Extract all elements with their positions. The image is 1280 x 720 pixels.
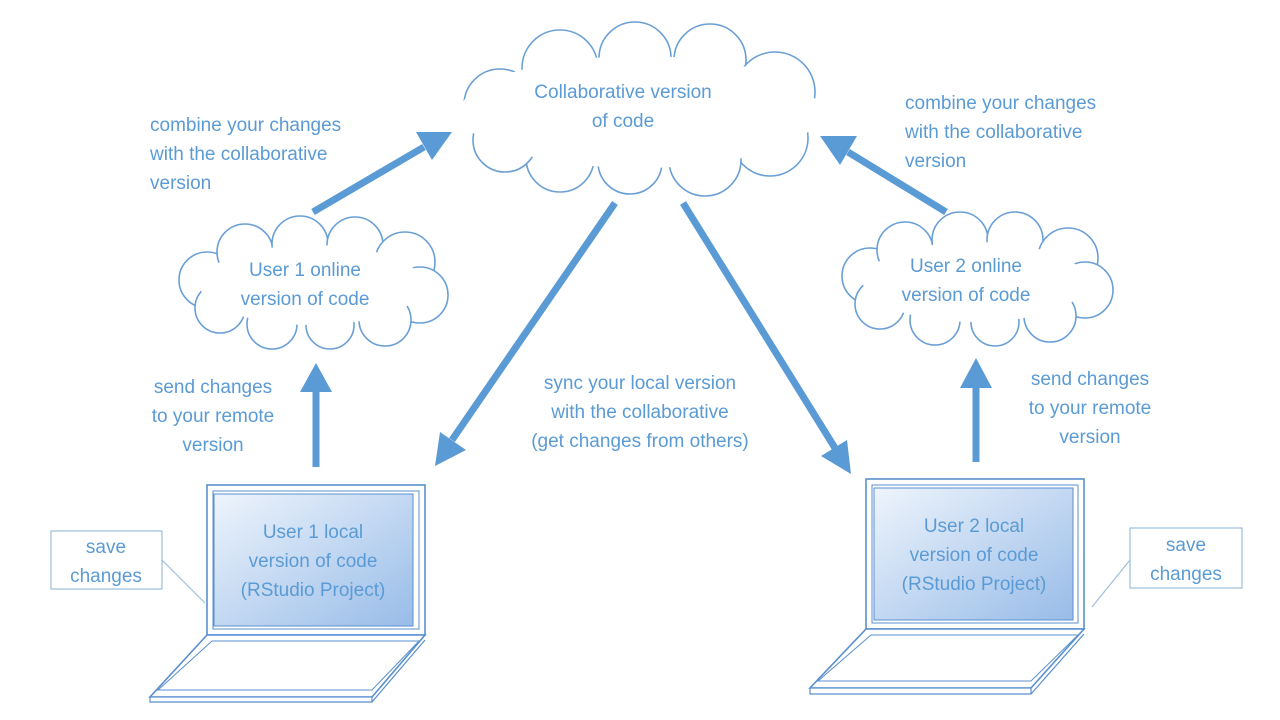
user2-laptop-line1: User 2 local bbox=[924, 516, 1024, 537]
collaborative-cloud-line1: Collaborative version bbox=[534, 82, 711, 103]
save-changes-callout-right: save changes bbox=[1091, 527, 1243, 608]
user2-laptop: User 2 local version of code (RStudio Pr… bbox=[808, 478, 1086, 695]
user2-online-cloud-line2: version of code bbox=[902, 285, 1031, 306]
user2-online-cloud-line1: User 2 online bbox=[910, 256, 1022, 277]
save-changes-left-line2: changes bbox=[70, 566, 142, 587]
send-left-label: send changes to your remote version bbox=[152, 377, 275, 456]
combine-left-label: combine your changes with the collaborat… bbox=[149, 115, 341, 194]
combine-right-label: combine your changes with the collaborat… bbox=[904, 93, 1096, 172]
user2-laptop-line3: (RStudio Project) bbox=[902, 574, 1047, 595]
arrow-icon bbox=[821, 440, 851, 474]
send-right-line1: send changes bbox=[1031, 369, 1149, 390]
arrow-send-left bbox=[300, 363, 332, 467]
user1-laptop-line3: (RStudio Project) bbox=[241, 580, 386, 601]
user1-online-cloud-line1: User 1 online bbox=[249, 260, 361, 281]
arrow-icon bbox=[820, 136, 857, 165]
laptop-icon bbox=[148, 484, 427, 703]
combine-left-line2: with the collaborative bbox=[149, 144, 327, 165]
user1-laptop-line1: User 1 local bbox=[263, 522, 363, 543]
user1-online-cloud: User 1 online version of code bbox=[178, 215, 449, 350]
collaborative-cloud: Collaborative version of code bbox=[460, 21, 820, 197]
send-left-line1: send changes bbox=[154, 377, 272, 398]
arrow-icon bbox=[416, 132, 452, 160]
arrow-icon bbox=[435, 432, 466, 466]
combine-right-line1: combine your changes bbox=[905, 93, 1096, 114]
combine-left-line3: version bbox=[150, 173, 211, 194]
save-changes-right-line2: changes bbox=[1150, 564, 1222, 585]
send-right-line3: version bbox=[1059, 427, 1120, 448]
arrow-sync-left bbox=[435, 201, 618, 466]
combine-right-line3: version bbox=[905, 151, 966, 172]
sync-line2: with the collaborative bbox=[550, 402, 728, 423]
laptop-icon bbox=[808, 478, 1086, 695]
combine-right-line2: with the collaborative bbox=[904, 122, 1082, 143]
send-left-line2: to your remote bbox=[152, 406, 275, 427]
send-left-line3: version bbox=[182, 435, 243, 456]
sync-label: sync your local version with the collabo… bbox=[531, 373, 749, 452]
arrow-combine-left bbox=[311, 132, 452, 216]
user1-laptop-line2: version of code bbox=[249, 551, 378, 572]
user2-laptop-line2: version of code bbox=[910, 545, 1039, 566]
save-changes-right-line1: save bbox=[1166, 535, 1206, 556]
send-right-line2: to your remote bbox=[1029, 398, 1152, 419]
arrow-icon bbox=[300, 363, 332, 392]
collaborative-cloud-line2: of code bbox=[592, 111, 654, 132]
user1-laptop: User 1 local version of code (RStudio Pr… bbox=[148, 484, 427, 703]
user2-online-cloud: User 2 online version of code bbox=[841, 211, 1114, 347]
save-changes-callout-left: save changes bbox=[50, 530, 206, 604]
combine-left-line1: combine your changes bbox=[150, 115, 341, 136]
user1-online-cloud-line2: version of code bbox=[241, 289, 370, 310]
arrow-combine-right bbox=[820, 136, 948, 215]
sync-line3: (get changes from others) bbox=[531, 431, 749, 452]
arrow-send-right bbox=[960, 358, 992, 462]
save-changes-left-line1: save bbox=[86, 537, 126, 558]
sync-line1: sync your local version bbox=[544, 373, 736, 394]
arrow-icon bbox=[960, 358, 992, 388]
arrow-sync-right bbox=[680, 201, 851, 474]
send-right-label: send changes to your remote version bbox=[1029, 369, 1152, 448]
